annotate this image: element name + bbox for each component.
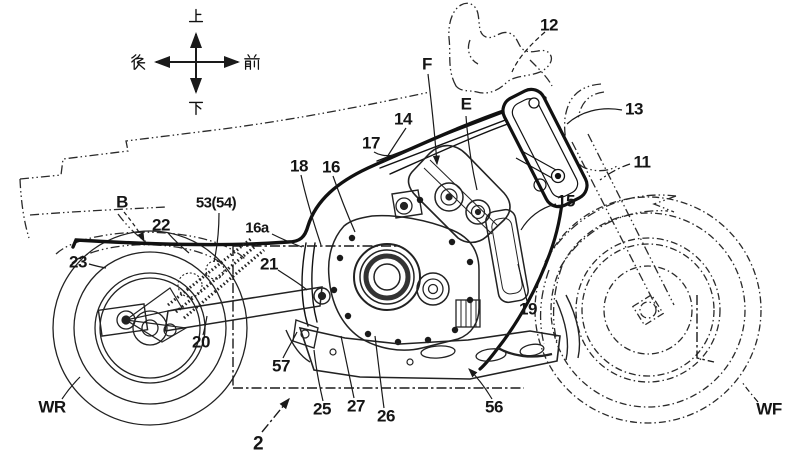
skid-plate (298, 294, 581, 380)
engine (327, 144, 511, 351)
ref-label-16a: 16a (245, 219, 269, 237)
ref-label-16: 16 (322, 157, 340, 177)
swingarm-chain (97, 236, 331, 343)
ref-label-15: 15 (557, 191, 575, 211)
ref-label-56: 56 (485, 397, 503, 417)
kanji-rear-glyph (131, 54, 146, 70)
ref-label-26: 26 (377, 406, 395, 426)
ref-label-19: 19 (519, 299, 537, 319)
upper-phantom-blob (448, 2, 553, 94)
ref-label-b: B (116, 192, 128, 212)
radiator (485, 208, 529, 304)
kanji-down-glyph (188, 101, 204, 116)
section-lines (232, 245, 715, 433)
ref-label-23: 23 (69, 252, 87, 272)
ref-label-21: 21 (260, 254, 278, 274)
ref-label-wr: WR (38, 397, 66, 417)
steering-head (501, 87, 589, 209)
foot-controls (285, 319, 319, 363)
front-wheel (534, 196, 762, 424)
ref-label-12: 12 (540, 15, 558, 35)
drive-chain (167, 236, 265, 320)
ref-label-2: 2 (252, 433, 264, 450)
ref-label-f: F (422, 54, 432, 74)
ref-label-22: 22 (152, 215, 170, 235)
ref-label-20: 20 (192, 332, 210, 352)
ref-label-13: 13 (625, 99, 643, 119)
ref-label-14: 14 (394, 109, 412, 129)
rear-wheel (52, 230, 248, 426)
orientation-compass (154, 32, 240, 94)
ref-label-25: 25 (313, 399, 331, 419)
ref-label-11: 11 (633, 152, 651, 172)
ref-label-27: 27 (347, 396, 365, 416)
engine-bolts (330, 196, 474, 346)
leader-lines (61, 31, 759, 409)
ref-label-wf: WF (756, 399, 782, 419)
ref-label-17: 17 (362, 133, 380, 153)
ref-label-18: 18 (290, 156, 308, 176)
ref-label-57: 57 (272, 356, 290, 376)
kanji-front-glyph (244, 54, 260, 70)
ref-label-e: E (460, 94, 472, 114)
ref-label-53-54-: 53(54) (195, 194, 237, 212)
kanji-up-glyph (188, 8, 204, 23)
